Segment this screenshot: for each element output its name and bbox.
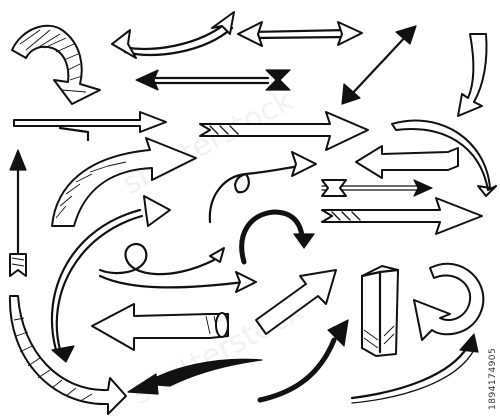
3d-block-pillar-icon xyxy=(360,265,400,357)
watermark-text: shutterstock xyxy=(117,83,300,202)
outlined-diagonal-arrow-icon xyxy=(255,269,337,335)
fletched-long-arrow-icon xyxy=(199,111,369,151)
hatched-curved-arrow-icon xyxy=(11,24,101,105)
fletched-long-arrow-icon-2 xyxy=(321,197,483,235)
stock-id-label: 1894174905 xyxy=(488,347,498,410)
thin-rising-arrow-icon xyxy=(350,333,479,404)
diagonal-double-arrow-icon xyxy=(341,25,417,105)
curved-thin-arrow-icon xyxy=(50,195,171,363)
outlined-straight-arrow-icon xyxy=(13,111,167,142)
feathered-straight-arrow-icon xyxy=(135,69,291,91)
circular-return-arrow-icon xyxy=(413,262,485,341)
vertical-double-arrow-icon xyxy=(9,149,27,277)
bold-curl-arrow-icon xyxy=(239,209,315,265)
double-headed-arc-arrow-icon xyxy=(111,11,235,59)
swoosh-arrow-icon xyxy=(127,358,263,395)
loop-arrow-icon xyxy=(208,151,317,224)
double-headed-straight-arrow-icon xyxy=(237,21,363,47)
hooked-down-arrow-icon xyxy=(457,33,488,117)
block-left-arrow-icon xyxy=(91,303,229,351)
u-turn-block-arrow-icon xyxy=(355,119,497,197)
thin-feathered-arrow-icon xyxy=(321,179,433,197)
bold-arc-arrow-icon xyxy=(257,319,349,403)
sweeping-curve-arrow-icon xyxy=(8,295,127,415)
wide-curved-arrow-icon xyxy=(51,137,197,227)
loop-scribble-arrow-icon xyxy=(98,242,257,293)
